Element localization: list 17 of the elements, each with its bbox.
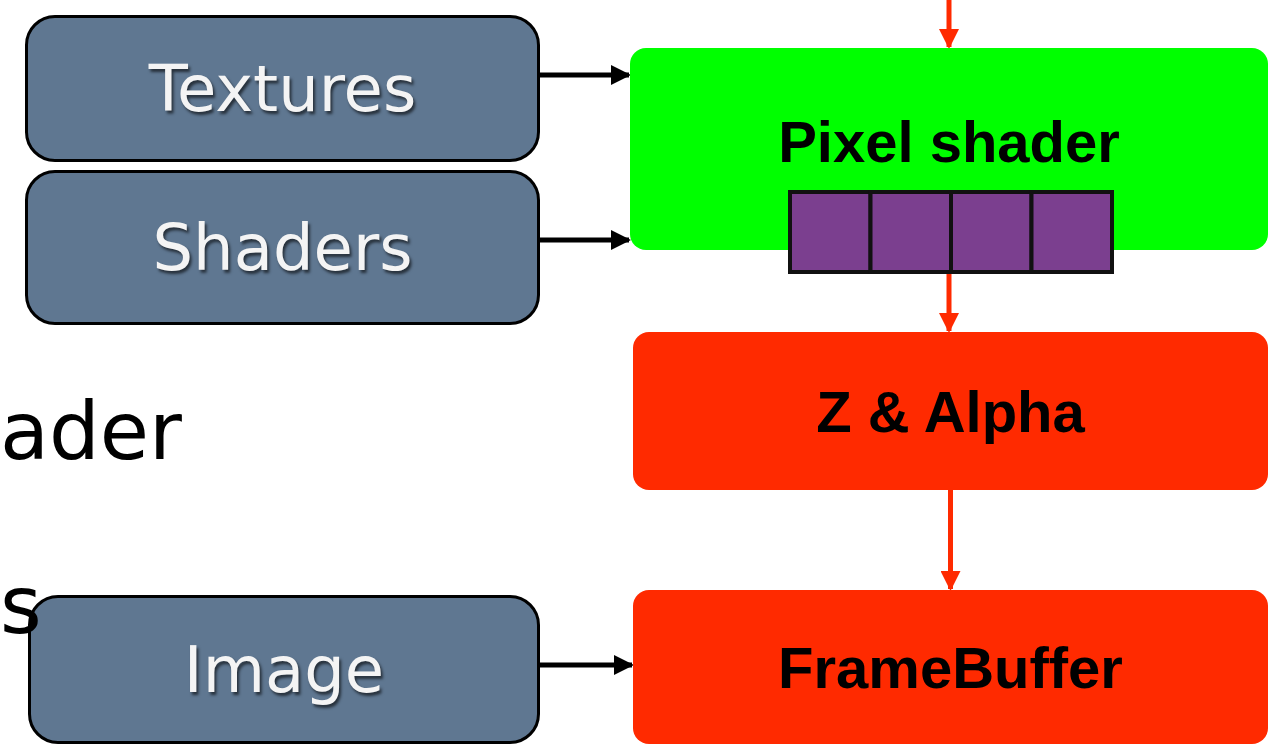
node-label: Image <box>183 632 385 707</box>
stage-box <box>633 332 1268 490</box>
arrow <box>939 272 959 333</box>
node-label: Pixel shader <box>778 107 1120 175</box>
arrow <box>540 655 634 675</box>
node-label: Shaders <box>152 210 413 285</box>
input-box <box>25 170 540 325</box>
input-box <box>25 15 540 162</box>
node-label: Textures <box>148 51 417 126</box>
arrow <box>940 490 961 591</box>
arrow <box>939 0 959 49</box>
stage-box <box>633 590 1268 744</box>
node-label: Z & Alpha <box>816 377 1085 445</box>
arrow <box>540 65 631 85</box>
node-label: FrameBuffer <box>778 633 1123 701</box>
arrow <box>540 230 631 250</box>
partial-text: ader <box>0 392 182 472</box>
